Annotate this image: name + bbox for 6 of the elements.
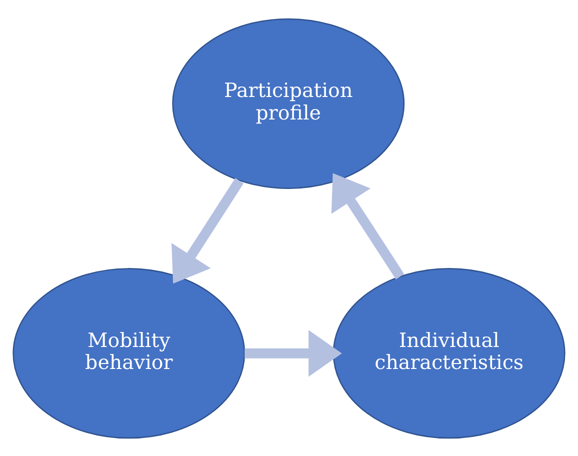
node-ellipse: Individual characteristics [332, 268, 566, 438]
arrow [172, 178, 244, 284]
node-ellipse: Participation profile [172, 18, 405, 188]
node-ellipse: Mobility behavior [12, 268, 246, 438]
arrow [331, 172, 404, 279]
arrow [244, 330, 342, 376]
